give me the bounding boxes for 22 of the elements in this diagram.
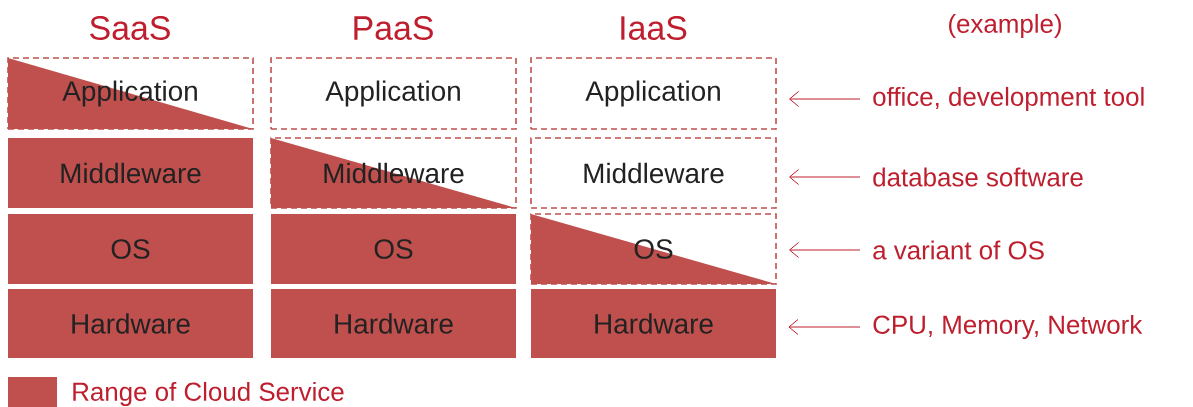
layer-box: OS — [271, 214, 516, 284]
example-text: database software — [873, 167, 1083, 187]
layer-box: Application — [270, 57, 517, 130]
arrow — [788, 319, 861, 335]
layer-box: Hardware — [8, 289, 253, 358]
column-heading: PaaS — [354, 16, 433, 40]
column-heading: SaaS — [90, 16, 170, 40]
layer-box: Application — [530, 57, 777, 130]
layer-box: Middleware — [530, 137, 777, 209]
arrow — [789, 91, 861, 107]
arrow — [789, 169, 861, 185]
layer-box: OS — [8, 214, 253, 284]
layer-box: Hardware — [271, 289, 516, 358]
layer-box: Hardware — [531, 289, 776, 358]
example-text: a variant of OS — [873, 240, 1044, 260]
note-text: (example) — [949, 13, 1061, 39]
column-heading: IaaS — [621, 16, 687, 40]
example-text: CPU, Memory, Network — [873, 314, 1143, 340]
legend-text: Range of Cloud Service — [73, 381, 344, 407]
example-text: office, development tool — [873, 86, 1144, 112]
arrow — [789, 242, 861, 258]
layer-box: Middleware — [8, 138, 253, 208]
